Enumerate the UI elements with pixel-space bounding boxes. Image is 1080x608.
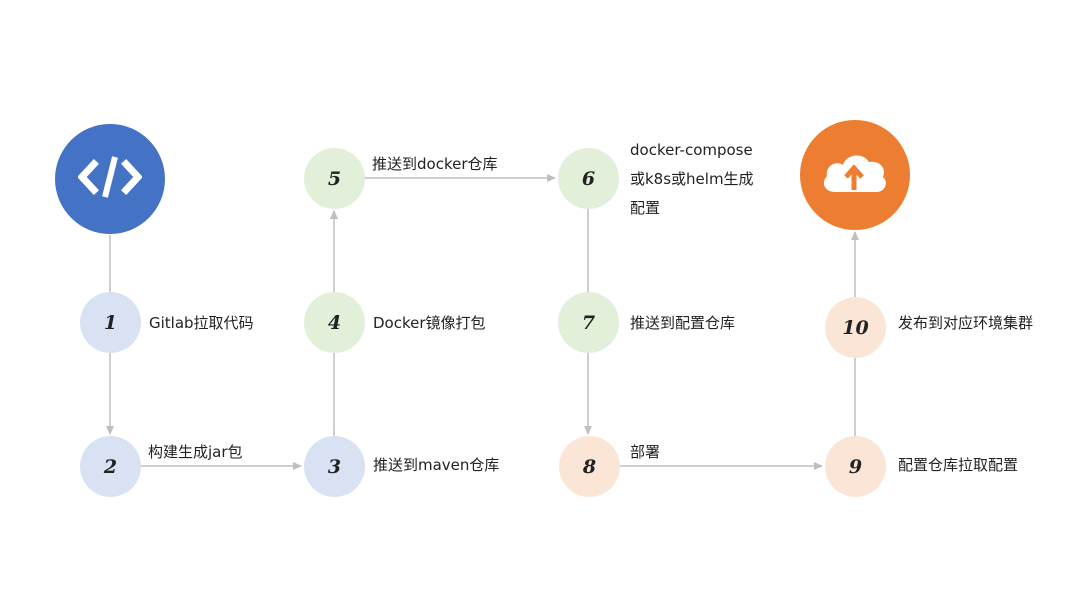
step-number: 1 bbox=[103, 311, 118, 334]
step-label-8: 部署 bbox=[630, 443, 661, 461]
step-label-6-line-3: 配置 bbox=[630, 199, 661, 217]
step-label-10: 发布到对应环境集群 bbox=[898, 314, 1034, 332]
step-number: 4 bbox=[327, 311, 342, 334]
step-label-5: 推送到docker仓库 bbox=[372, 155, 498, 173]
step-label-4: Docker镜像打包 bbox=[373, 314, 486, 332]
step-node-8: 8 bbox=[559, 436, 620, 497]
step-node-3: 3 bbox=[304, 436, 365, 497]
step-node-10: 10 bbox=[825, 297, 886, 358]
cloud-upload-icon bbox=[819, 148, 891, 202]
step-node-6: 6 bbox=[558, 148, 619, 209]
step-number: 6 bbox=[581, 167, 596, 190]
start-circle bbox=[55, 124, 165, 234]
step-number: 5 bbox=[327, 167, 342, 190]
step-node-4: 4 bbox=[304, 292, 365, 353]
step-label-6-line-1: docker-compose bbox=[630, 141, 753, 159]
step-label-2: 构建生成jar包 bbox=[148, 443, 243, 461]
step-label-1: Gitlab拉取代码 bbox=[149, 314, 254, 332]
step-number: 8 bbox=[582, 455, 597, 478]
step-label-6: docker-compose 或k8s或helm生成 配置 bbox=[630, 136, 754, 223]
step-number: 7 bbox=[581, 311, 596, 334]
step-number: 9 bbox=[848, 455, 863, 478]
step-node-9: 9 bbox=[825, 436, 886, 497]
step-label-9: 配置仓库拉取配置 bbox=[898, 456, 1019, 474]
step-node-1: 1 bbox=[80, 292, 141, 353]
step-number: 2 bbox=[103, 455, 118, 478]
step-label-3: 推送到maven仓库 bbox=[373, 456, 500, 474]
step-node-7: 7 bbox=[558, 292, 619, 353]
end-circle bbox=[800, 120, 910, 230]
step-label-7: 推送到配置仓库 bbox=[630, 314, 736, 332]
step-node-2: 2 bbox=[80, 436, 141, 497]
step-label-6-line-2: 或k8s或helm生成 bbox=[630, 170, 754, 188]
step-number: 3 bbox=[327, 455, 342, 478]
step-node-5: 5 bbox=[304, 148, 365, 209]
step-number: 10 bbox=[842, 316, 869, 339]
code-icon bbox=[77, 152, 143, 206]
